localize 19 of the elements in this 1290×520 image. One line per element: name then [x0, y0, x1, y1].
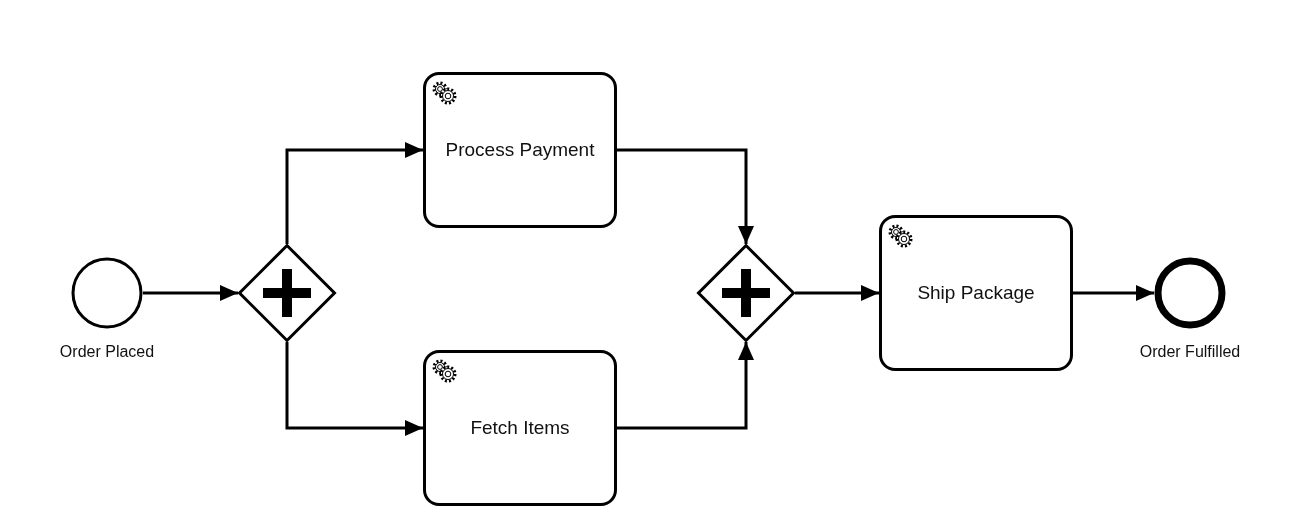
sequence-flow-arrow [285, 142, 423, 244]
task-label: Ship Package [917, 281, 1035, 306]
sequence-flow-arrow [795, 285, 879, 301]
task-label: Process Payment [445, 138, 595, 163]
parallel-gateway-diamond [697, 244, 795, 342]
task-box [879, 215, 1073, 371]
sequence-flow-arrow [617, 148, 754, 244]
sequence-flow-arrow [143, 285, 238, 301]
task-box [423, 72, 617, 228]
sequence-flow-arrow [617, 342, 754, 430]
task-label: Fetch Items [470, 416, 570, 441]
sequence-flow-arrow [285, 342, 423, 436]
parallel-gateway-diamond [238, 244, 336, 342]
end-event-circle [1154, 257, 1226, 329]
start-event-circle [71, 257, 143, 329]
event-label: Order Placed [59, 343, 155, 361]
event-label: Order Fulfilled [1139, 343, 1241, 361]
sequence-flow-arrow [1073, 285, 1154, 301]
task-box [423, 350, 617, 506]
